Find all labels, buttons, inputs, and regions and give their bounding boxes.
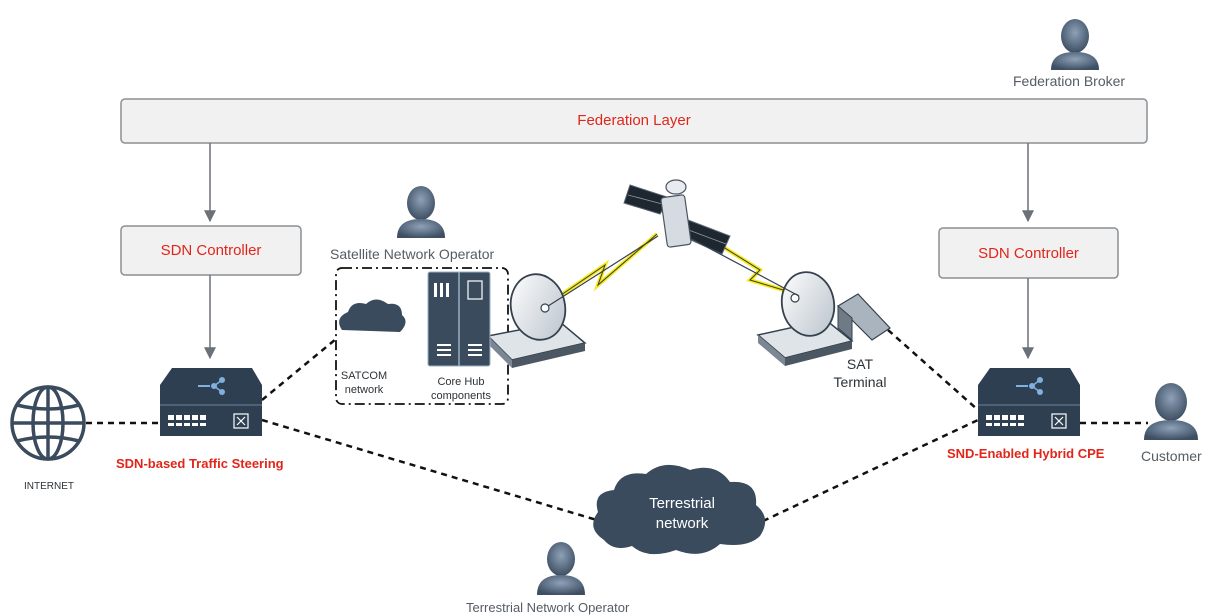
terrestrial-operator-person-icon — [537, 542, 585, 595]
traffic-steering-label: SDN-based Traffic Steering — [116, 456, 284, 471]
satcom-label-line1: SATCOM — [340, 370, 388, 382]
sdn-controller-left-label: SDN Controller — [160, 242, 262, 259]
dashed-links — [86, 329, 1148, 523]
ground-station-dish-icon — [486, 235, 659, 368]
sdn-switch-left-icon — [160, 368, 262, 436]
hybrid-cpe-label: SND-Enabled Hybrid CPE — [947, 446, 1105, 461]
sat-terminal-label-line1: SAT — [846, 356, 874, 372]
hybrid-cpe-switch-icon — [978, 368, 1080, 436]
federation-layer-box — [120, 98, 1148, 144]
satellite-operator-person-icon — [397, 186, 445, 238]
terrestrial-label-line1: Terrestrial — [649, 495, 715, 512]
satcom-network-label: SATCOM network — [336, 369, 392, 397]
satellite-operator-label: Satellite Network Operator — [330, 246, 495, 262]
sat-terminal-dish-icon — [689, 237, 891, 366]
sat-terminal-label: SAT Terminal — [828, 355, 892, 391]
satcom-label-line2: network — [344, 384, 384, 396]
federation-broker-label: Federation Broker — [1013, 73, 1126, 89]
customer-label: Customer — [1141, 448, 1202, 464]
lightning-left-outline — [544, 233, 658, 307]
internet-label: INTERNET — [24, 481, 74, 492]
federation-layer-label: Federation Layer — [577, 112, 691, 129]
customer-person-icon — [1144, 383, 1198, 440]
sat-terminal-label-line2: Terminal — [833, 374, 887, 390]
sdn-controller-left-box — [120, 225, 302, 276]
terrestrial-operator-label: Terrestrial Network Operator — [466, 600, 630, 615]
satcom-cloud-icon — [339, 299, 406, 332]
terrestrial-cloud-icon — [593, 464, 766, 555]
core-hub-server-icon — [427, 271, 491, 367]
core-hub-label-line2: components — [431, 390, 491, 402]
terrestrial-network-label: Terrestrial network — [622, 494, 742, 534]
satellite-icon — [623, 179, 731, 255]
sdn-controller-right-label: SDN Controller — [978, 245, 1079, 262]
core-hub-label-line1: Core Hub — [437, 376, 485, 388]
lightning-right-outline — [719, 244, 801, 296]
satellite-operator-boundary — [335, 267, 509, 405]
federation-broker-person-icon — [1051, 19, 1099, 70]
globe-icon — [10, 385, 86, 461]
core-hub-label: Core Hub components — [424, 375, 498, 403]
terrestrial-label-line2: network — [655, 515, 709, 532]
